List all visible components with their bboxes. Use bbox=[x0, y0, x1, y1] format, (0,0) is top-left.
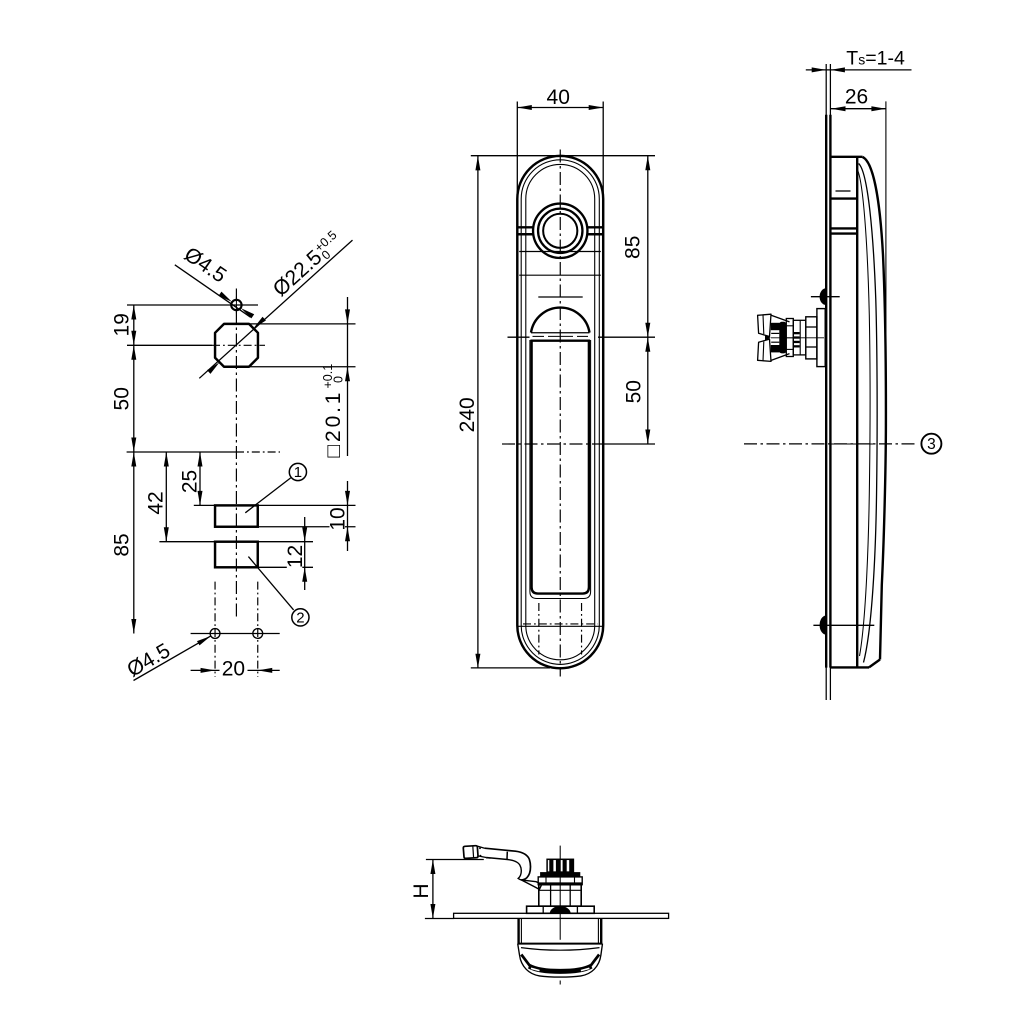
svg-text:50: 50 bbox=[111, 387, 134, 410]
svg-text:50: 50 bbox=[622, 380, 645, 403]
svg-text:85: 85 bbox=[111, 533, 134, 556]
svg-text:19: 19 bbox=[111, 313, 134, 336]
svg-text:10: 10 bbox=[327, 507, 350, 530]
svg-text:12: 12 bbox=[284, 545, 307, 568]
svg-text:85: 85 bbox=[622, 236, 645, 259]
svg-text:Ts=1-4: Ts=1-4 bbox=[846, 48, 905, 70]
svg-text:26: 26 bbox=[845, 86, 868, 109]
svg-text:20: 20 bbox=[222, 658, 245, 681]
svg-text:0: 0 bbox=[331, 376, 345, 383]
svg-text:40: 40 bbox=[547, 86, 570, 109]
svg-text:1: 1 bbox=[294, 464, 302, 481]
svg-text:3: 3 bbox=[927, 436, 936, 453]
svg-text:□20.1: □20.1 bbox=[322, 393, 345, 458]
svg-text:42: 42 bbox=[145, 491, 168, 514]
svg-text:25: 25 bbox=[179, 470, 202, 493]
svg-text:2: 2 bbox=[296, 610, 304, 627]
svg-text:H: H bbox=[410, 883, 433, 898]
svg-text:240: 240 bbox=[456, 397, 479, 432]
svg-text:+0.1: +0.1 bbox=[321, 364, 335, 389]
